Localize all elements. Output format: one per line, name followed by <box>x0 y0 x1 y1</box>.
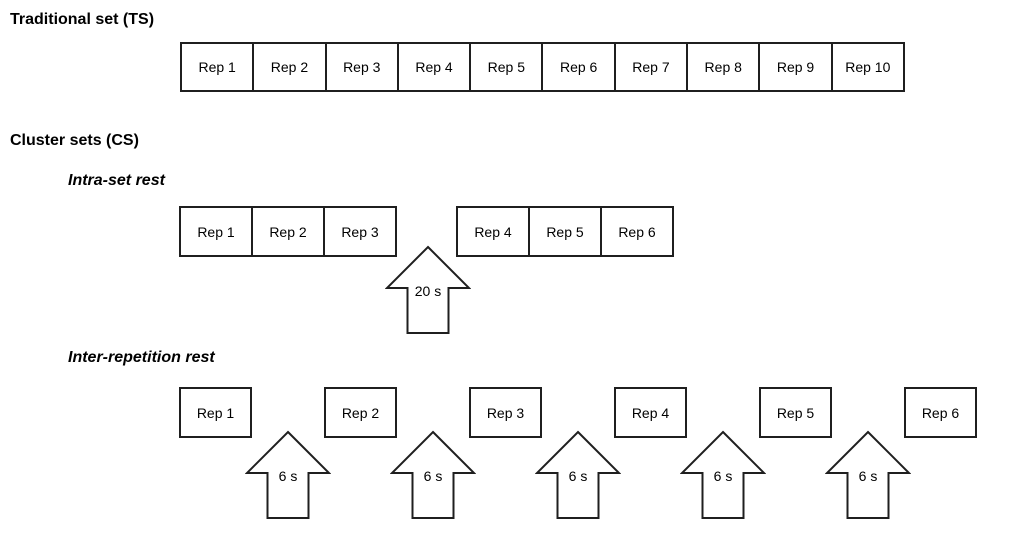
rep-cell: Rep 4 <box>458 208 530 255</box>
rep-box: Rep 4 <box>614 387 687 438</box>
up-arrow-icon <box>245 430 331 519</box>
rep-cell: Rep 2 <box>253 208 325 255</box>
rep-box: Rep 3 <box>469 387 542 438</box>
rep-cell: Rep 2 <box>254 44 327 90</box>
inter-rep-rest-arrow: 6 s <box>535 430 621 520</box>
rep-cell: Rep 9 <box>760 44 833 90</box>
rep-cell: Rep 7 <box>616 44 689 90</box>
rest-duration-label: 6 s <box>713 468 733 484</box>
inter-rep-rest-arrow: 6 s <box>245 430 331 520</box>
rep-cell: Rep 6 <box>618 223 656 240</box>
rep-cell: Rep 10 <box>845 59 891 75</box>
up-arrow-icon <box>825 430 911 519</box>
rep-cell: Rep 1 <box>182 44 255 90</box>
subsection-title-intra-set-rest: Intra-set rest <box>68 172 165 189</box>
rest-duration-label: 6 s <box>278 468 298 484</box>
inter-rep-rest-arrow: 6 s <box>390 430 476 520</box>
rep-cell: Rep 4 <box>399 44 472 90</box>
up-arrow-icon <box>390 430 476 519</box>
rep-box: Rep 5 <box>759 387 832 438</box>
rep-box: Rep 2 <box>324 387 397 438</box>
rep-box: Rep 6 <box>904 387 977 438</box>
rep-strip-intra-group-2: Rep 4 Rep 5 Rep 6 <box>456 206 674 257</box>
rep-strip-traditional: Rep 1 Rep 2 Rep 3 Rep 4 Rep 5 Rep 6 Rep … <box>180 42 905 92</box>
intra-set-rest-arrow: 20 s <box>385 245 471 335</box>
rest-duration-label: 6 s <box>858 468 878 484</box>
up-arrow-icon <box>680 430 766 519</box>
rep-cell: Rep 6 <box>543 44 616 90</box>
rest-duration-label: 6 s <box>568 468 588 484</box>
subsection-title-inter-repetition-rest: Inter-repetition rest <box>68 349 215 366</box>
up-arrow-icon <box>535 430 621 519</box>
rep-cell: Rep 1 <box>181 208 253 255</box>
rep-strip-intra-group-1: Rep 1 Rep 2 Rep 3 <box>179 206 397 257</box>
rep-box: Rep 1 <box>179 387 252 438</box>
rest-duration-label: 20 s <box>414 283 442 299</box>
inter-rep-rest-arrow: 6 s <box>825 430 911 520</box>
section-title-traditional-set: Traditional set (TS) <box>10 11 155 28</box>
rep-row-inter-repetition: Rep 1 Rep 2 Rep 3 Rep 4 Rep 5 Rep 6 <box>179 387 977 438</box>
rep-cell: Rep 5 <box>530 208 602 255</box>
rep-cell: Rep 3 <box>327 44 399 90</box>
up-arrow-icon <box>385 245 471 334</box>
rep-cell: Rep 8 <box>688 44 761 90</box>
section-title-cluster-sets: Cluster sets (CS) <box>10 132 139 149</box>
rep-cell: Rep 3 <box>341 223 379 240</box>
rest-duration-label: 6 s <box>423 468 443 484</box>
inter-rep-rest-arrow: 6 s <box>680 430 766 520</box>
rep-cell: Rep 5 <box>471 44 544 90</box>
